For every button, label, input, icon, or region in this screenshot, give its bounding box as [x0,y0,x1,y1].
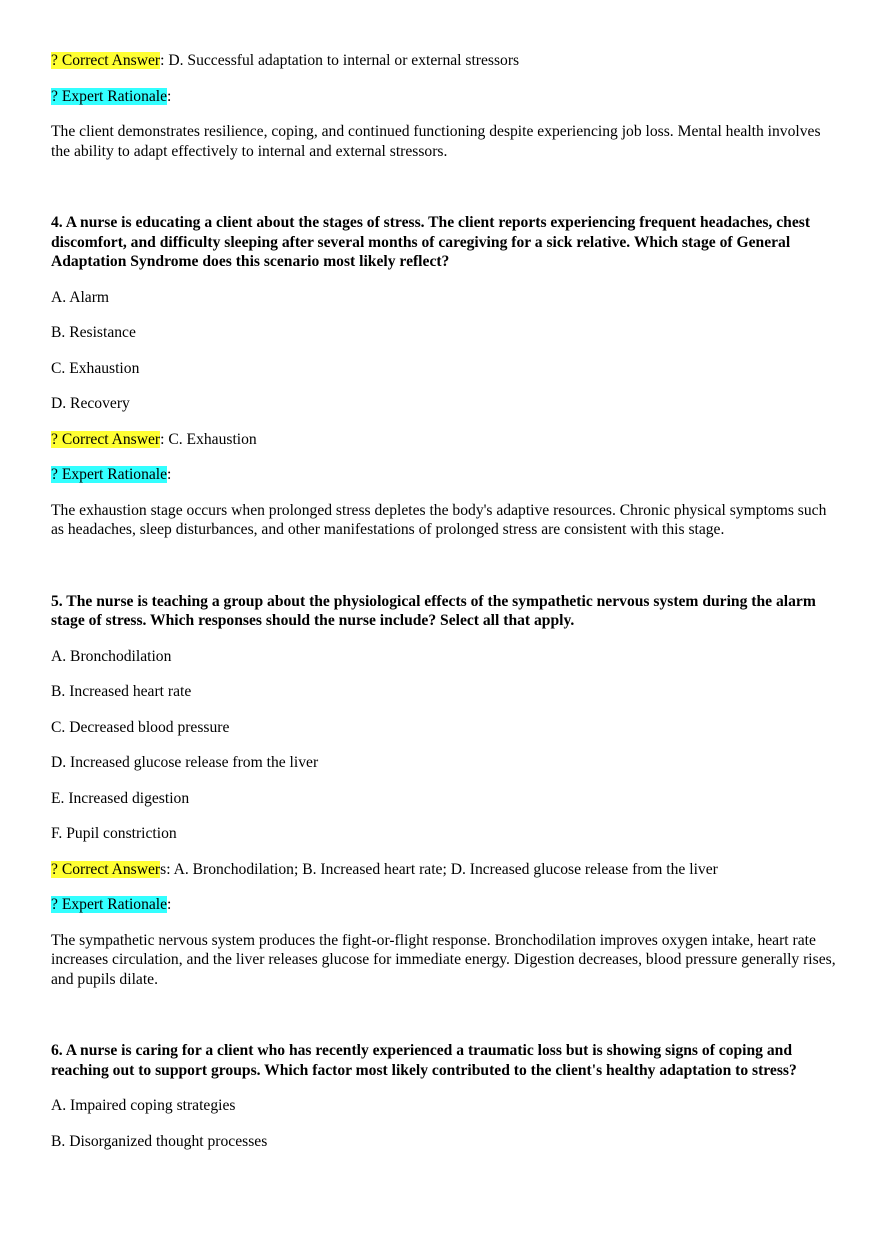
q4-option-c: C. Exhaustion [51,359,140,377]
rationale-label: ? Expert Rationale [51,896,168,913]
q4-option-d: D. Recovery [51,395,130,412]
q4-option-a: A. Alarm [51,288,110,306]
correct-answer-text: : D. Successful adaptation to internal o… [160,52,520,69]
q4-correct-answer: ? Correct Answer: C. Exhaustion [51,430,841,450]
rationale-colon: : [167,466,172,483]
q5-option-c: C. Decreased blood pressure [51,718,230,736]
q3-rationale-heading: ? Expert Rationale: [51,87,841,107]
correct-answer-label: ? Correct Answer [51,430,161,448]
section-gap [51,177,841,213]
section-gap [51,556,841,592]
q4-rationale-heading: ? Expert Rationale: [51,465,841,485]
rationale-colon: : [167,87,172,105]
q4-rationale-text: The exhaustion stage occurs when prolong… [51,501,827,539]
correct-answer-text: s: A. Bronchodilation; B. Increased hear… [160,860,718,878]
section-gap [51,1005,841,1041]
q3-correct-answer: ? Correct Answer: D. Successful adaptati… [51,51,841,71]
correct-answer-label: ? Correct Answer [51,860,161,878]
q4-option-b: B. Resistance [51,324,136,341]
document-page: ? Correct Answer: D. Successful adaptati… [51,51,841,1167]
correct-answer-text: : C. Exhaustion [160,430,257,448]
correct-answer-label: ? Correct Answer [51,52,161,69]
q5-correct-answer: ? Correct Answers: A. Bronchodilation; B… [51,860,841,880]
rationale-label: ? Expert Rationale [51,466,168,483]
q6-question: 6. A nurse is caring for a client who ha… [51,1042,797,1079]
q5-option-d: D. Increased glucose release from the li… [51,754,319,771]
rationale-colon: : [167,896,172,913]
q5-option-b: B. Increased heart rate [51,683,192,700]
q4-question: 4. A nurse is educating a client about t… [51,214,811,270]
q6-option-a: A. Impaired coping strategies [51,1097,236,1114]
q5-question: 5. The nurse is teaching a group about t… [51,592,816,630]
q5-option-f: F. Pupil constriction [51,825,177,842]
q5-rationale-text: The sympathetic nervous system produces … [51,931,836,988]
q5-rationale-heading: ? Expert Rationale: [51,895,841,915]
q3-rationale-text: The client demonstrates resilience, copi… [51,123,821,160]
q5-option-a: A. Bronchodilation [51,647,172,665]
rationale-label: ? Expert Rationale [51,87,168,105]
q6-option-b: B. Disorganized thought processes [51,1132,268,1150]
q5-option-e: E. Increased digestion [51,789,190,807]
